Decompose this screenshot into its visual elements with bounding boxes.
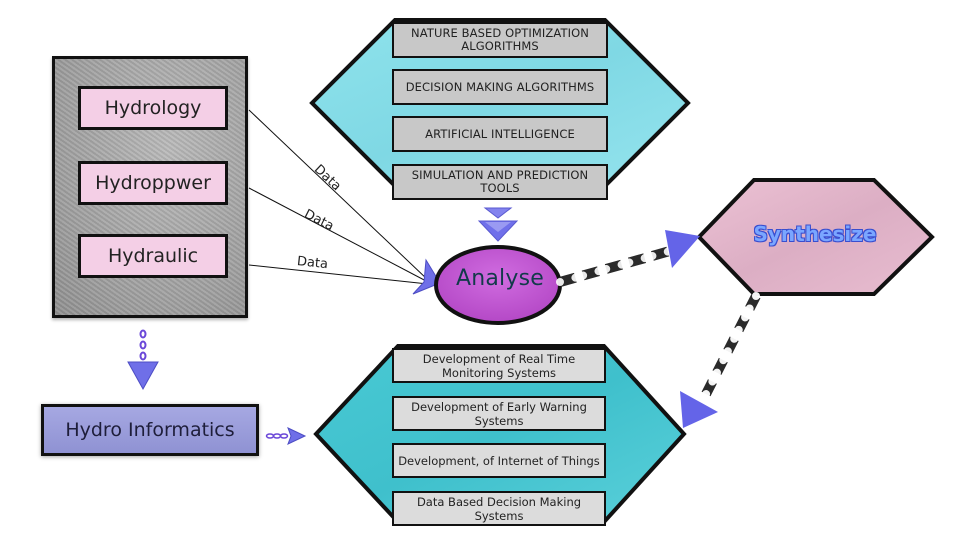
outcome-real-time-monitoring[interactable]: Development of Real Time Monitoring Syst…	[392, 348, 606, 383]
dot-connector-right	[265, 433, 275, 439]
data-line-hydropower	[248, 187, 429, 283]
hydro-informatics-box[interactable]: Hydro Informatics	[41, 404, 259, 456]
source-hydraulic[interactable]: Hydraulic	[78, 234, 228, 278]
source-hydrology[interactable]: Hydrology	[78, 86, 228, 130]
arrow-down-icon	[127, 361, 159, 391]
outcome-early-warning[interactable]: Development of Early Warning Systems	[392, 396, 606, 431]
arrow-to-synthesize-icon	[665, 230, 700, 268]
method-simulation-prediction[interactable]: SIMULATION AND PREDICTION TOOLS	[392, 164, 608, 200]
data-line-hydraulic	[248, 264, 429, 285]
data-label-hydraulic: Data	[296, 254, 329, 273]
method-nature-based-optimization[interactable]: NATURE BASED OPTIMIZATION ALGORITHMS	[392, 22, 608, 58]
source-hydropower[interactable]: Hydroppwer	[78, 161, 228, 205]
outcome-data-based-decision[interactable]: Data Based Decision Making Systems	[392, 491, 606, 526]
analyse-input-arrow-icon	[412, 258, 441, 295]
synthesize-label: Synthesize	[753, 222, 877, 246]
arrow-to-outcomes-icon	[680, 391, 718, 428]
data-line-hydrology	[248, 109, 429, 281]
outcome-internet-of-things[interactable]: Development, of Internet of Things	[392, 443, 606, 478]
analyse-label: Analyse	[455, 266, 544, 291]
method-artificial-intelligence[interactable]: ARTIFICIAL INTELLIGENCE	[392, 116, 608, 152]
method-decision-making[interactable]: DECISION MAKING ALGORITHMS	[392, 69, 608, 105]
arrow-right-icon	[287, 427, 307, 445]
dot-connector	[139, 329, 147, 339]
analyse-to-synthesize-connector	[558, 246, 672, 287]
chevron-down-icon	[483, 207, 513, 219]
